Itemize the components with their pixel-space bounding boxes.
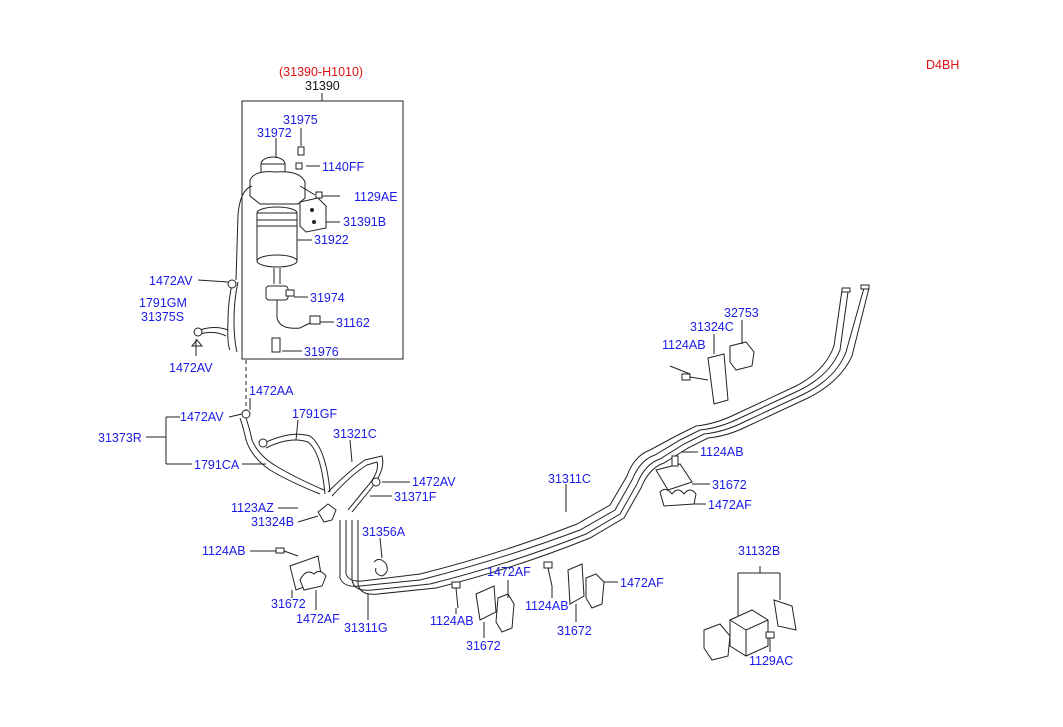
label-31371F: 31371F [394,490,437,504]
fuel-pipe-31311 [339,284,870,595]
label-1123AZ: 1123AZ [231,501,274,515]
fuel-filter-assembly [190,93,404,412]
label-1140FF: 1140FF [322,160,365,174]
label-31972: 31972 [257,126,292,140]
label-31975: 31975 [283,113,318,127]
label-1124AB-5: 1124AB [700,445,744,459]
relay-31132B [703,566,797,661]
label-1124AB-4: 1124AB [662,338,706,352]
label-31672-1: 31672 [271,597,306,611]
clip-group-right [655,341,755,507]
label-31390: 31390 [305,79,340,93]
label-1129AC: 1129AC [749,654,793,668]
label-31132B: 31132B [738,544,780,558]
label-1472AF-3: 1472AF [620,576,664,590]
label-1472AV-1: 1472AV [149,274,193,288]
label-31974: 31974 [310,291,345,305]
label-31672-3: 31672 [557,624,592,638]
label-31162: 31162 [336,316,370,330]
assembly-code-label: (31390-H1010) [279,65,363,79]
label-31375S: 31375S [141,310,184,324]
label-1124AB-1: 1124AB [202,544,246,558]
label-1791GM: 1791GM [139,296,187,310]
label-1791CA: 1791CA [194,458,240,472]
label-31391B: 31391B [343,215,386,229]
label-31311C: 31311C [548,472,591,486]
part-labels: D4BH (31390-H1010) 31390 31975 31972 114… [98,58,959,668]
label-31672-2: 31672 [466,639,501,653]
label-1472AA: 1472AA [249,384,294,398]
label-31672-4: 31672 [712,478,747,492]
leader-lines [146,128,771,652]
label-31922: 31922 [314,233,349,247]
label-1124AB-3: 1124AB [525,599,569,613]
label-1472AV-3: 1472AV [180,410,224,424]
label-1472AF-2: 1472AF [487,565,531,579]
label-31311G: 31311G [344,621,388,635]
hose-group [239,409,384,523]
label-32753: 32753 [724,306,759,320]
label-1124AB-2: 1124AB [430,614,474,628]
label-31321C: 31321C [333,427,377,441]
label-1472AF-4: 1472AF [708,498,752,512]
clip-group-left [275,547,388,591]
label-1791GF: 1791GF [292,407,338,421]
label-1472AV-2: 1472AV [169,361,213,375]
label-1129AE: 1129AE [354,190,398,204]
label-1472AV-4: 1472AV [412,475,456,489]
label-31356A: 31356A [362,525,406,539]
label-31976: 31976 [304,345,339,359]
label-31324B: 31324B [251,515,294,529]
label-1472AF-1: 1472AF [296,612,340,626]
label-31373R: 31373R [98,431,142,445]
engine-code-label: D4BH [926,58,959,72]
label-31324C: 31324C [690,320,734,334]
clip-group-mid [451,561,605,633]
